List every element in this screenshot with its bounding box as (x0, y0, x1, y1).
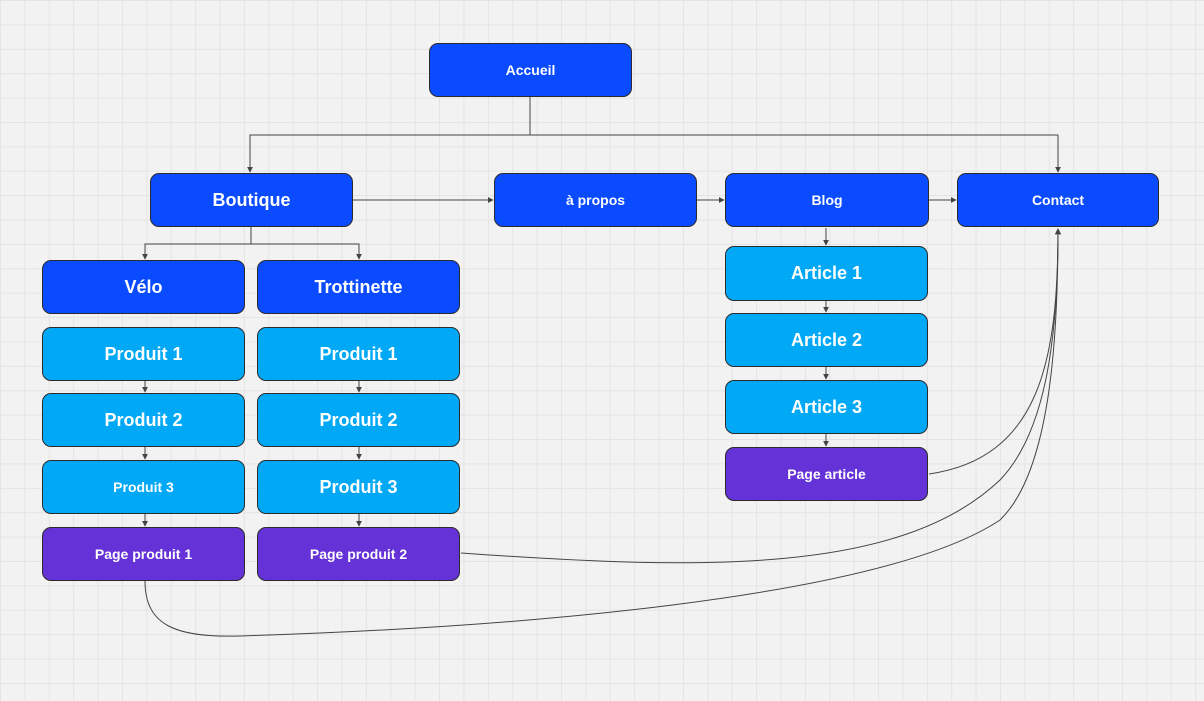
node-page-produit-2[interactable]: Page produit 2 (257, 527, 460, 581)
node-page-produit-1[interactable]: Page produit 1 (42, 527, 245, 581)
node-trottinette[interactable]: Trottinette (257, 260, 460, 314)
node-contact[interactable]: Contact (957, 173, 1159, 227)
link-boutique-trottinette (251, 243, 362, 260)
node-page-article[interactable]: Page article (725, 447, 928, 501)
node-velo-produit-1[interactable]: Produit 1 (42, 327, 245, 381)
node-velo-produit-2[interactable]: Produit 2 (42, 393, 245, 447)
node-trottinette-produit-2[interactable]: Produit 2 (257, 393, 460, 447)
node-blog[interactable]: Blog (725, 173, 929, 227)
link-boutique-velo (142, 227, 252, 260)
node-a-propos[interactable]: à propos (494, 173, 697, 227)
node-article-1[interactable]: Article 1 (725, 246, 928, 301)
node-article-3[interactable]: Article 3 (725, 380, 928, 434)
link-pagearticle-contact (928, 228, 1061, 475)
node-trottinette-produit-3[interactable]: Produit 3 (257, 460, 460, 514)
node-accueil[interactable]: Accueil (429, 43, 632, 97)
node-boutique[interactable]: Boutique (150, 173, 353, 227)
node-velo[interactable]: Vélo (42, 260, 245, 314)
link-accueil-contact (530, 134, 1061, 173)
node-article-2[interactable]: Article 2 (725, 313, 928, 367)
link-accueil-boutique (247, 97, 531, 173)
node-velo-produit-3[interactable]: Produit 3 (42, 460, 245, 514)
node-trottinette-produit-1[interactable]: Produit 1 (257, 327, 460, 381)
